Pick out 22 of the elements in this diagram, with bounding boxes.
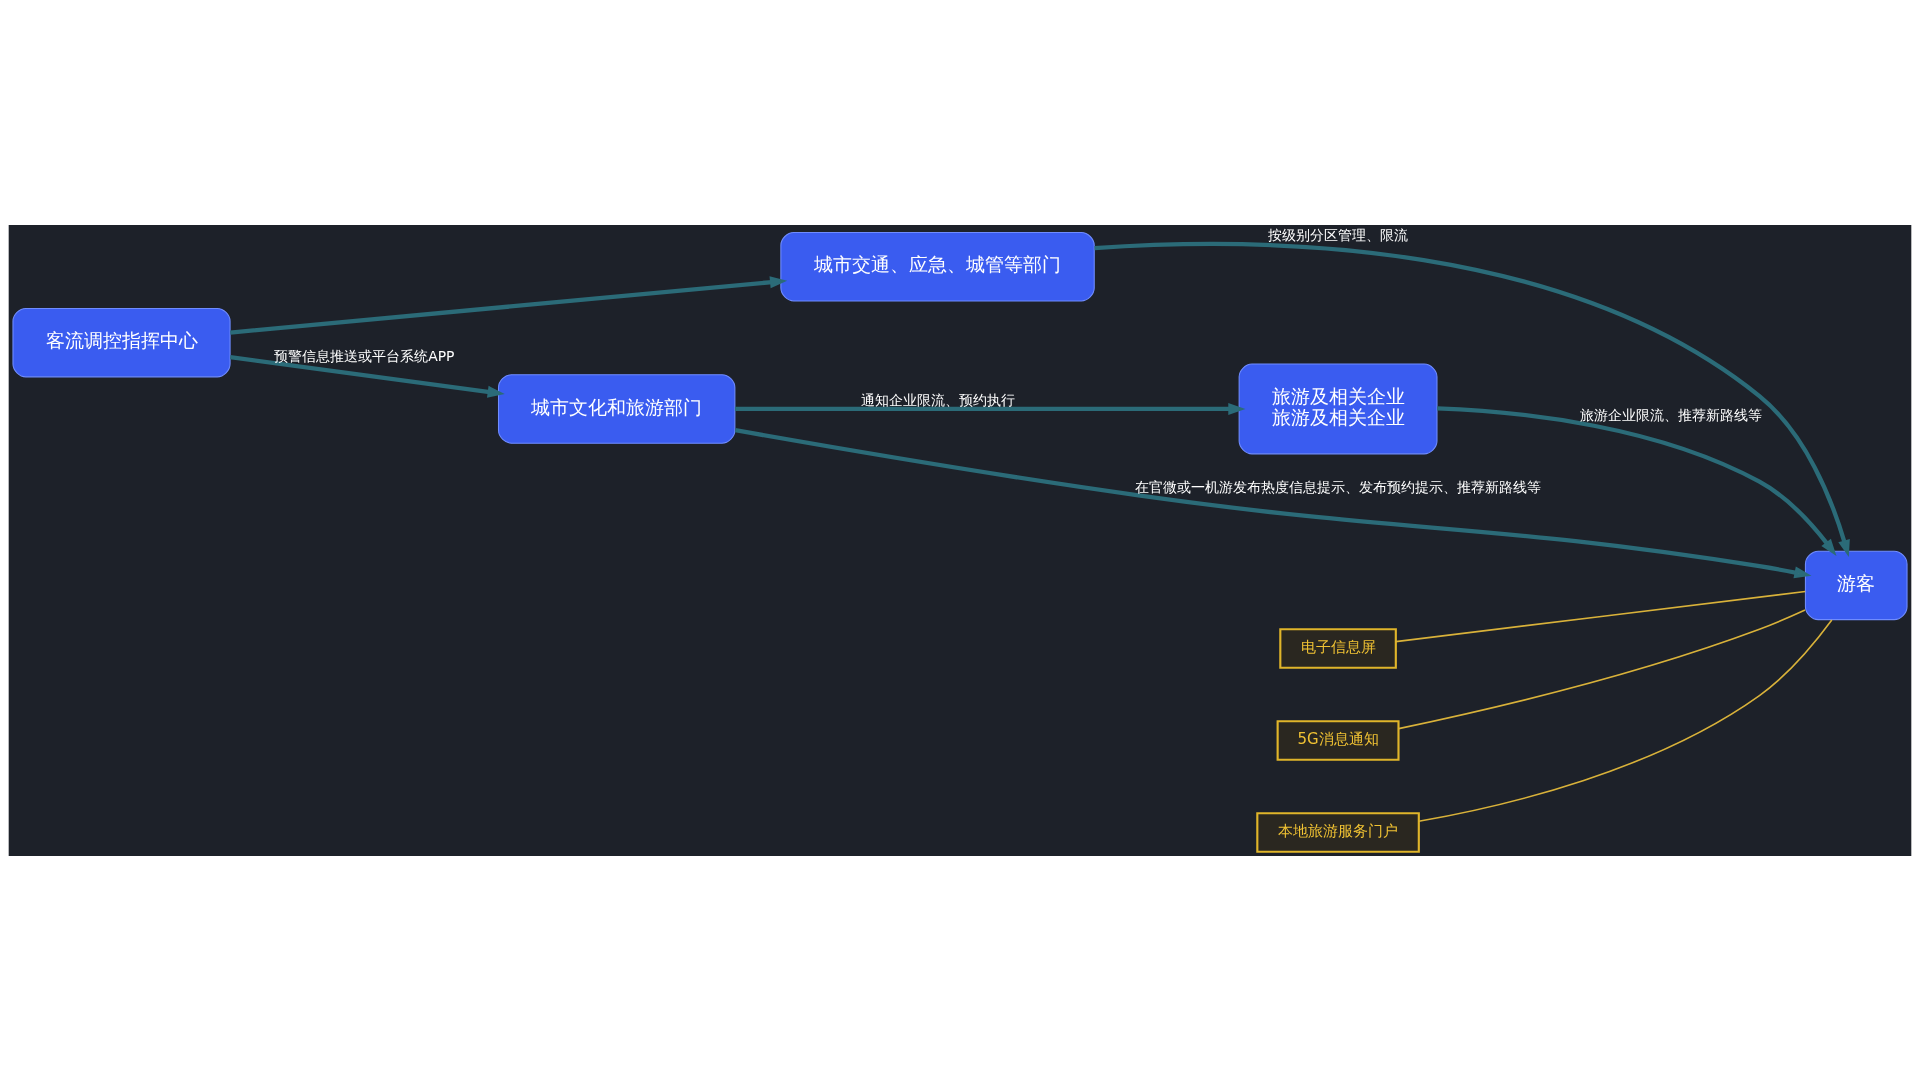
node-box: 城市文化和旅游部门 xyxy=(497,373,736,444)
node-box: 旅游及相关企业 旅游及相关企业 xyxy=(1238,363,1438,454)
arrow xyxy=(230,275,788,335)
edge-label: 在官微或一机游发布热度信息提示、发布预约提示、推荐新路线等 xyxy=(1135,478,1542,495)
connector xyxy=(1418,618,1833,822)
edge-label: 按级别分区管理、限流 xyxy=(1268,226,1409,243)
node-box: 电子信息屏 xyxy=(1279,627,1397,669)
arrow xyxy=(734,402,1246,415)
edge-label: 旅游企业限流、推荐新路线等 xyxy=(1579,406,1762,423)
node-box: 游客 xyxy=(1804,550,1908,620)
node-box: 客流调控指挥中心 xyxy=(12,307,231,377)
edge-label: 预警信息推送或平台系统APP xyxy=(274,347,455,364)
node-box: 本地旅游服务门户 xyxy=(1256,811,1420,853)
connector xyxy=(1397,608,1806,729)
arrow xyxy=(1094,241,1850,557)
connector xyxy=(1395,590,1807,642)
edge-label: 通知企业限流、预约执行 xyxy=(860,391,1015,408)
arrow xyxy=(1437,405,1837,556)
arrow xyxy=(734,427,1812,578)
arrow xyxy=(229,354,505,398)
node-box: 城市交通、应急、城管等部门 xyxy=(780,231,1095,301)
node-box: 5G消息通知 xyxy=(1276,719,1400,761)
